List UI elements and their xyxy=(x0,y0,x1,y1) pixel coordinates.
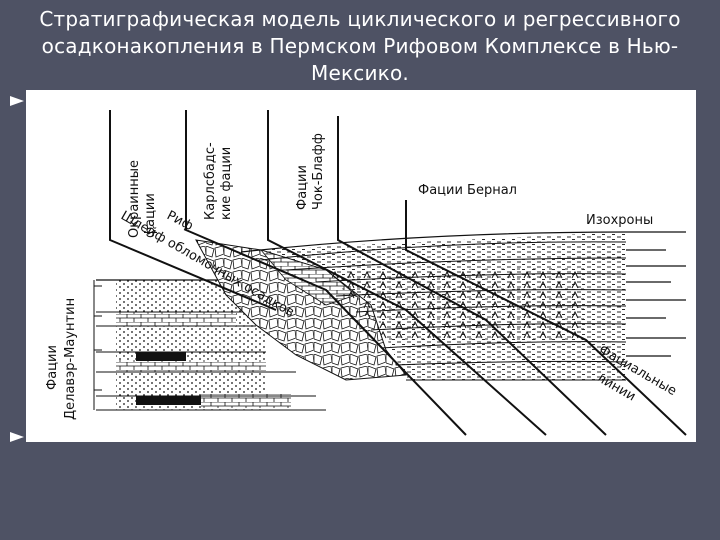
slide-title-line-1: Стратиграфическая модель циклического и … xyxy=(0,6,720,33)
diagram-canvas: Окраинные фации Карлсбадс- кие фации Фац… xyxy=(26,90,696,442)
stratigraphic-diagram: Окраинные фации Карлсбадс- кие фации Фац… xyxy=(26,90,696,442)
label-bernal-facies: Фации Бернал xyxy=(418,183,517,198)
label-isochrons: Изохроны xyxy=(586,213,653,228)
bullet-arrow-icon xyxy=(10,432,24,442)
label-delaware-mountain-1: Фации xyxy=(45,345,60,390)
slide-title: Стратиграфическая модель циклического и … xyxy=(0,6,720,87)
slide-title-line-3: Мексико. xyxy=(0,60,720,87)
label-chalk-bluff-facies-1: Фации xyxy=(295,165,310,210)
bullet-arrow-icon xyxy=(10,96,24,106)
label-carlsbad-facies-1: Карлсбадс- xyxy=(203,142,218,220)
label-chalk-bluff-facies-2: Чок-Блафф xyxy=(311,133,326,210)
label-delaware-mountain-2: Делавэр-Маунтин xyxy=(63,298,78,420)
label-carlsbad-facies-2: кие фации xyxy=(219,147,234,220)
slide-title-line-2: осадконакопления в Пермском Рифовом Комп… xyxy=(0,33,720,60)
